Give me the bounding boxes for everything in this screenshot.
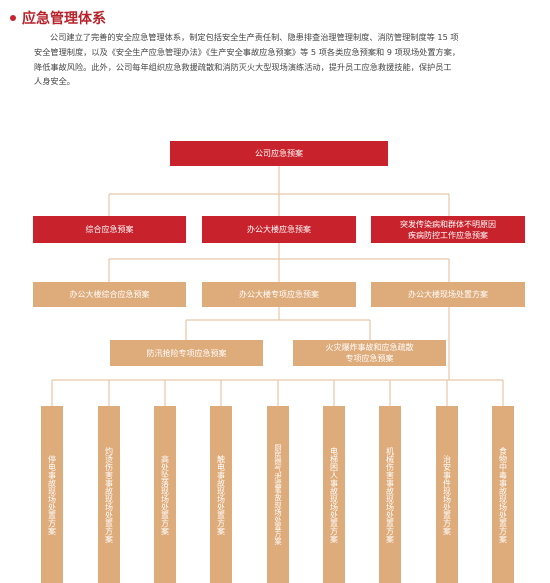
chart-level4-node: 灼烫伤害事故现场处置方案 <box>98 406 120 583</box>
chart-level4-node: 食物中毒事故现场处置方案 <box>492 406 514 583</box>
node-label: 治安事件现场处置方案 <box>442 454 452 535</box>
chart-level1-node: 综合应急预案 <box>33 216 186 243</box>
paragraph-line: 安全管理制度，以及《安全生产应急管理办法》《生产安全事故应急预案》等 5 项各类… <box>34 46 461 57</box>
section-title: 应急管理体系 <box>22 11 106 27</box>
paragraph-line: 人身安全。 <box>34 76 75 87</box>
paragraph-line: 降低事故风险。此外，公司每年组织应急救援疏散和消防灭火大型现场演练活动，提升员工… <box>34 61 452 72</box>
node-label: 电梯困人事故现场处置方案 <box>329 446 339 543</box>
chart-level4-node: 触电事故现场处置方案 <box>210 406 232 583</box>
chart-level4-node: 高处坠落现场处置方案 <box>154 406 176 583</box>
chart-level4-node: 停电事故现场处置方案 <box>41 406 63 583</box>
chart-level2-node: 办公大楼综合应急预案 <box>33 282 186 307</box>
node-label: 灼烫伤害事故现场处置方案 <box>104 446 114 543</box>
paragraph-line: 公司建立了完善的安全应急管理体系，制定包括安全生产责任制、隐患排查治理管理制度、… <box>50 32 459 42</box>
section-paragraph: 公司建立了完善的安全应急管理体系，制定包括安全生产责任制、隐患排查治理管理制度、… <box>34 30 526 89</box>
section-heading: 应急管理体系 <box>10 8 106 28</box>
node-label: 厨房燃气泄漏事故现场处置方案 <box>274 444 283 545</box>
node-label: 高处坠落现场处置方案 <box>160 454 170 535</box>
chart-level1-node: 办公大楼应急预案 <box>202 216 356 243</box>
chart-level3-node: 防汛抢险专项应急预案 <box>110 340 263 366</box>
chart-level2-node: 办公大楼现场处置方案 <box>371 282 525 307</box>
node-label-line: 突发传染病和群体不明原因 <box>400 219 496 229</box>
chart-level4-node: 机械伤害事故现场处置方案 <box>379 406 401 583</box>
node-label: 触电事故现场处置方案 <box>216 454 226 535</box>
node-label: 食物中毒事故现场处置方案 <box>498 446 508 543</box>
node-label: 停电事故现场处置方案 <box>47 454 57 535</box>
node-label: 机械伤害事故现场处置方案 <box>385 446 395 543</box>
chart-level1-node: 突发传染病和群体不明原因 疾病防控工作应急预案 <box>371 216 525 243</box>
chart-root-node: 公司应急预案 <box>170 141 388 166</box>
node-label-line: 专项应急预案 <box>345 354 394 363</box>
chart-level2-node: 办公大楼专项应急预案 <box>202 282 356 307</box>
bullet-dot-icon <box>10 15 16 21</box>
chart-level4-node: 厨房燃气泄漏事故现场处置方案 <box>267 406 289 583</box>
chart-level4-node: 电梯困人事故现场处置方案 <box>323 406 345 583</box>
chart-level4-node: 治安事件现场处置方案 <box>436 406 458 583</box>
node-label-line: 火灾爆炸事故和应急疏散 <box>325 343 414 352</box>
node-label-line: 疾病防控工作应急预案 <box>408 230 488 240</box>
chart-level3-node: 火灾爆炸事故和应急疏散 专项应急预案 <box>293 340 446 366</box>
